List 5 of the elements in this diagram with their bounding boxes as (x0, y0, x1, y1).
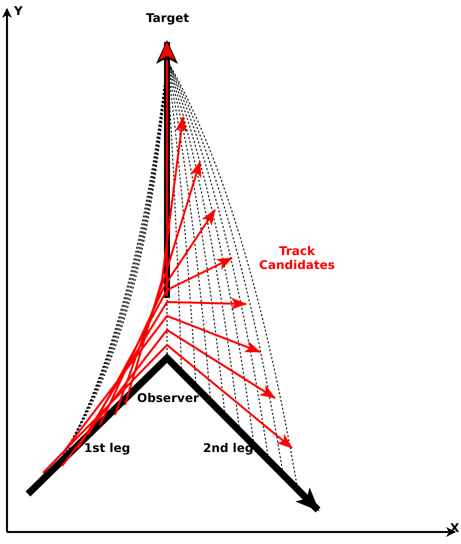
track-candidates-label: Track Candidates (258, 244, 336, 272)
axis-label: Y (14, 4, 23, 18)
observer-label: Observer (137, 391, 199, 405)
leg-label: 1st leg (84, 441, 130, 455)
target-label: Target (146, 11, 190, 25)
